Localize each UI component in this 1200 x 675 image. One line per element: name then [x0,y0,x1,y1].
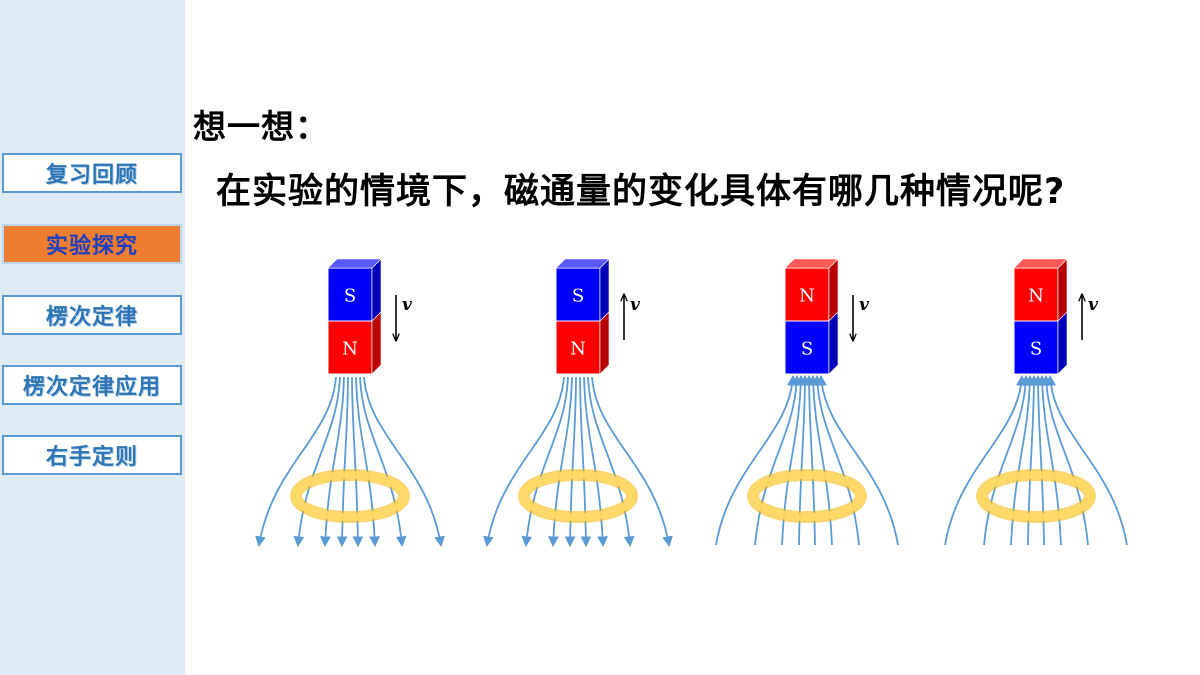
field-line [1045,374,1128,546]
pole-label: N [342,339,358,360]
field-line [811,374,860,546]
pole-label: N [799,286,815,307]
magnet-top-face [1013,258,1068,269]
pole-label: S [572,286,584,307]
pole-label: S [801,339,813,360]
magnet-top-face [555,258,610,269]
field-line [591,376,673,548]
magnet-bottom-block: N [327,311,382,375]
field-line [363,376,445,548]
field-line [983,374,1032,546]
field-line [359,376,407,548]
magnet-top-face [784,258,839,269]
field-line [1040,374,1089,546]
nav-lenz-application-button[interactable]: 楞次定律应用 [2,365,182,405]
diagram-2: S Nv [483,258,673,548]
pole-label: S [1030,339,1042,360]
magnet-top-block: S [327,258,382,322]
field-line [255,376,337,548]
field-line [944,374,1027,546]
field-line [816,374,899,546]
pole-label: N [570,339,586,360]
velocity-label: v [859,295,870,315]
magnet-top-face [327,258,382,269]
coil [290,469,410,523]
sidebar-nav: 复习回顾 实验探究 楞次定律 楞次定律应用 右手定则 [0,0,185,675]
velocity-arrow: v [624,295,641,340]
coil [747,469,867,523]
field-line [483,376,565,548]
diagram-1: S Nv [255,258,445,548]
page-heading: 想一想： [193,107,329,146]
nav-experiment-button[interactable]: 实验探究 [2,224,182,264]
magnet-top-block: S [555,258,610,322]
magnet-bottom-block: N [555,311,610,375]
field-line [293,376,341,548]
velocity-arrow: v [1082,295,1099,340]
pole-label: N [1028,286,1044,307]
velocity-arrow: v [853,295,870,340]
velocity-label: v [1088,295,1099,315]
field-line [521,376,569,548]
magnet-top-block: N [784,258,839,322]
field-lines [483,376,673,548]
diagram-3: N Sv [715,258,899,546]
magnet-bottom-block: S [1013,311,1068,375]
nav-lenz-law-button[interactable]: 楞次定律 [2,295,182,335]
velocity-label: v [402,295,413,315]
velocity-label: v [630,295,641,315]
diagram-4: N Sv [944,258,1128,546]
velocity-arrow: v [396,295,413,340]
coil [518,469,638,523]
coil [976,469,1096,523]
magnet-bottom-block: S [784,311,839,375]
nav-review-button[interactable]: 复习回顾 [2,153,182,193]
field-line [587,376,635,548]
nav-right-hand-rule-button[interactable]: 右手定则 [2,435,182,475]
field-line [754,374,803,546]
question-text: 在实验的情境下，磁通量的变化具体有哪几种情况呢? [216,172,1066,212]
pole-label: S [344,286,356,307]
field-line [715,374,798,546]
